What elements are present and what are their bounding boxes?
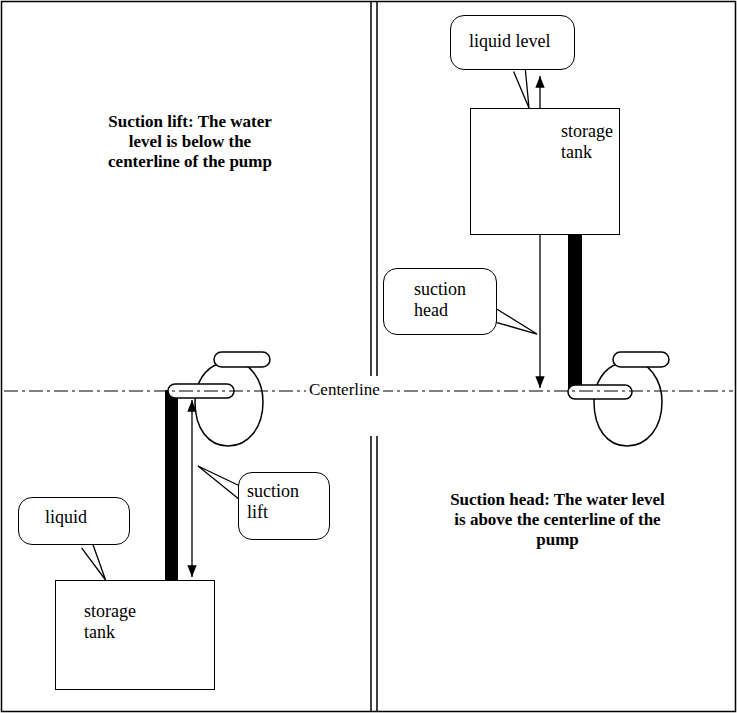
storage-tank: storage tank: [55, 580, 215, 690]
callout-tail: [495, 308, 537, 334]
callout-bubble: suction lift: [238, 472, 330, 540]
storage-tank: storage tank: [470, 108, 620, 235]
callout-pointer: [514, 69, 529, 108]
panel-divider: [376, 436, 378, 711]
node-text: suction lift: [247, 481, 299, 523]
node-text: liquid level: [469, 31, 550, 52]
callout-tail: [198, 466, 240, 500]
panel-divider: [370, 436, 372, 711]
pump-volute: [594, 360, 662, 446]
panel-heading: Suction lift: The water level is below t…: [100, 112, 280, 172]
node-text: storage tank: [84, 601, 136, 643]
suction-lift-dimension: [191, 400, 192, 577]
callout-pointer: [82, 542, 106, 580]
pump-inlet: [568, 385, 632, 399]
callout-bubble: liquid: [18, 497, 130, 545]
pump-volute: [195, 360, 263, 446]
callout-bubble: liquid level: [450, 15, 575, 70]
suction-pipe: [568, 234, 582, 394]
node-text: liquid: [45, 507, 87, 528]
discharge-pipe: [613, 352, 669, 367]
panel-heading: Suction head: The water level is above t…: [450, 490, 665, 550]
discharge-pipe: [214, 352, 270, 367]
panel-divider: [370, 2, 372, 376]
callout-bubble: suction head: [383, 268, 497, 335]
centerline-label: Centerline: [306, 380, 383, 400]
panel-divider: [376, 2, 378, 376]
node-text: suction head: [414, 279, 466, 321]
node-text: storage tank: [561, 121, 613, 163]
